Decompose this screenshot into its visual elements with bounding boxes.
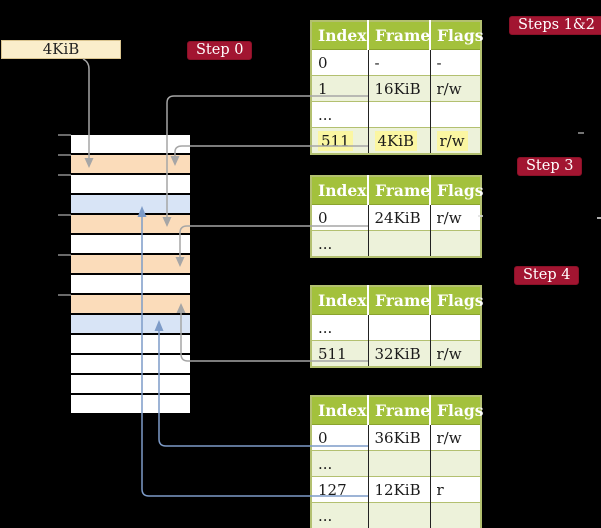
column-header-flags: Flags	[429, 176, 484, 205]
column-header-flags: Flags	[429, 396, 484, 425]
cell-frame: 16KiB	[367, 75, 430, 102]
cell-frame	[367, 502, 430, 528]
cell-frame	[367, 230, 430, 257]
memory-frame	[71, 293, 190, 313]
address-tick-marks	[58, 134, 71, 296]
memory-frame	[71, 313, 190, 333]
cell-frame	[367, 101, 430, 128]
table-row: 511 32KiB r/w	[311, 340, 481, 367]
memory-frame	[71, 333, 190, 353]
cell-flags: r/w	[429, 424, 481, 451]
page-table-final-level: Index Frame Flags 0 36KiB r/w ... 127 12…	[310, 395, 484, 528]
column-header-index: Index	[311, 21, 368, 50]
column-header-frame: Frame	[367, 176, 430, 205]
table-row: 0 24KiB r/w	[311, 204, 481, 231]
cell-flags: r/w	[429, 127, 481, 154]
page-table-step-3: Index Frame Flags 0 24KiB r/w ...	[310, 175, 484, 258]
memory-frame	[71, 253, 190, 273]
cell-index: 127	[311, 476, 368, 503]
cell-index: ...	[311, 450, 368, 477]
memory-stack	[71, 135, 190, 413]
frame-address-box: 4KiB	[1, 40, 121, 59]
table-row: ...	[311, 230, 481, 257]
cell-flags	[429, 450, 481, 477]
cell-frame: 36KiB	[367, 424, 430, 451]
memory-frame	[71, 173, 190, 193]
badge-step-0: Step 0	[187, 41, 253, 60]
memory-frame	[71, 353, 190, 373]
column-header-index: Index	[311, 286, 368, 315]
cell-frame: 32KiB	[367, 340, 430, 367]
cell-frame: 4KiB	[367, 127, 430, 154]
table-row-highlighted: 511 4KiB r/w	[311, 127, 481, 154]
highlight-mark: 4KiB	[374, 130, 418, 151]
column-header-flags: Flags	[429, 286, 484, 315]
column-header-frame: Frame	[367, 21, 430, 50]
cell-index: 0	[311, 49, 368, 76]
column-header-index: Index	[311, 176, 368, 205]
cell-index: 0	[311, 204, 368, 231]
cell-flags	[429, 502, 481, 528]
memory-frame	[71, 193, 190, 213]
page-table-steps-1-2: Index Frame Flags 0 - - 1 16KiB r/w ...	[310, 20, 484, 155]
memory-frame	[71, 373, 190, 393]
memory-frame	[71, 273, 190, 293]
cell-index: 511	[311, 127, 368, 154]
cell-frame: -	[367, 49, 430, 76]
table-header-row: Index Frame Flags	[311, 176, 484, 205]
memory-frame	[71, 135, 190, 153]
column-header-flags: Flags	[429, 21, 484, 50]
cell-frame	[367, 450, 430, 477]
table-row: 1 16KiB r/w	[311, 75, 481, 102]
table-header-row: Index Frame Flags	[311, 286, 484, 315]
cell-index: ...	[311, 230, 368, 257]
highlight-mark: r/w	[436, 130, 468, 151]
cell-flags	[429, 230, 481, 257]
memory-frame	[71, 233, 190, 253]
highlight-mark: 511	[318, 130, 353, 151]
cell-frame: 12KiB	[367, 476, 430, 503]
cell-index: 1	[311, 75, 368, 102]
table-row: 127 12KiB r	[311, 476, 481, 503]
table-header-row: Index Frame Flags	[311, 21, 484, 50]
table-row: ...	[311, 450, 481, 477]
table-header-row: Index Frame Flags	[311, 396, 484, 425]
table-row: ...	[311, 314, 481, 341]
cell-index: 511	[311, 340, 368, 367]
cell-flags: r/w	[429, 75, 481, 102]
cell-flags: r/w	[429, 340, 481, 367]
badge-steps-1-2: Steps 1&2	[509, 16, 601, 35]
cell-frame	[367, 314, 430, 341]
memory-frame	[71, 393, 190, 413]
table-row: 0 - -	[311, 49, 481, 76]
badge-step-3: Step 3	[517, 157, 583, 176]
badge-step-4: Step 4	[514, 266, 580, 285]
page-table-step-4: Index Frame Flags ... 511 32KiB r/w	[310, 285, 484, 368]
cell-flags	[429, 314, 481, 341]
cell-flags	[429, 101, 481, 128]
table-row: ...	[311, 502, 481, 528]
cell-index: ...	[311, 314, 368, 341]
cell-index: ...	[311, 101, 368, 128]
memory-frame	[71, 213, 190, 233]
cell-flags: -	[429, 49, 481, 76]
cell-index: ...	[311, 502, 368, 528]
table-row: 0 36KiB r/w	[311, 424, 481, 451]
memory-frame	[71, 153, 190, 173]
cell-flags: r	[429, 476, 481, 503]
column-header-index: Index	[311, 396, 368, 425]
column-header-frame: Frame	[367, 286, 430, 315]
cell-frame: 24KiB	[367, 204, 430, 231]
table-row: ...	[311, 101, 481, 128]
cell-flags: r/w	[429, 204, 481, 231]
column-header-frame: Frame	[367, 396, 430, 425]
cell-index: 0	[311, 424, 368, 451]
